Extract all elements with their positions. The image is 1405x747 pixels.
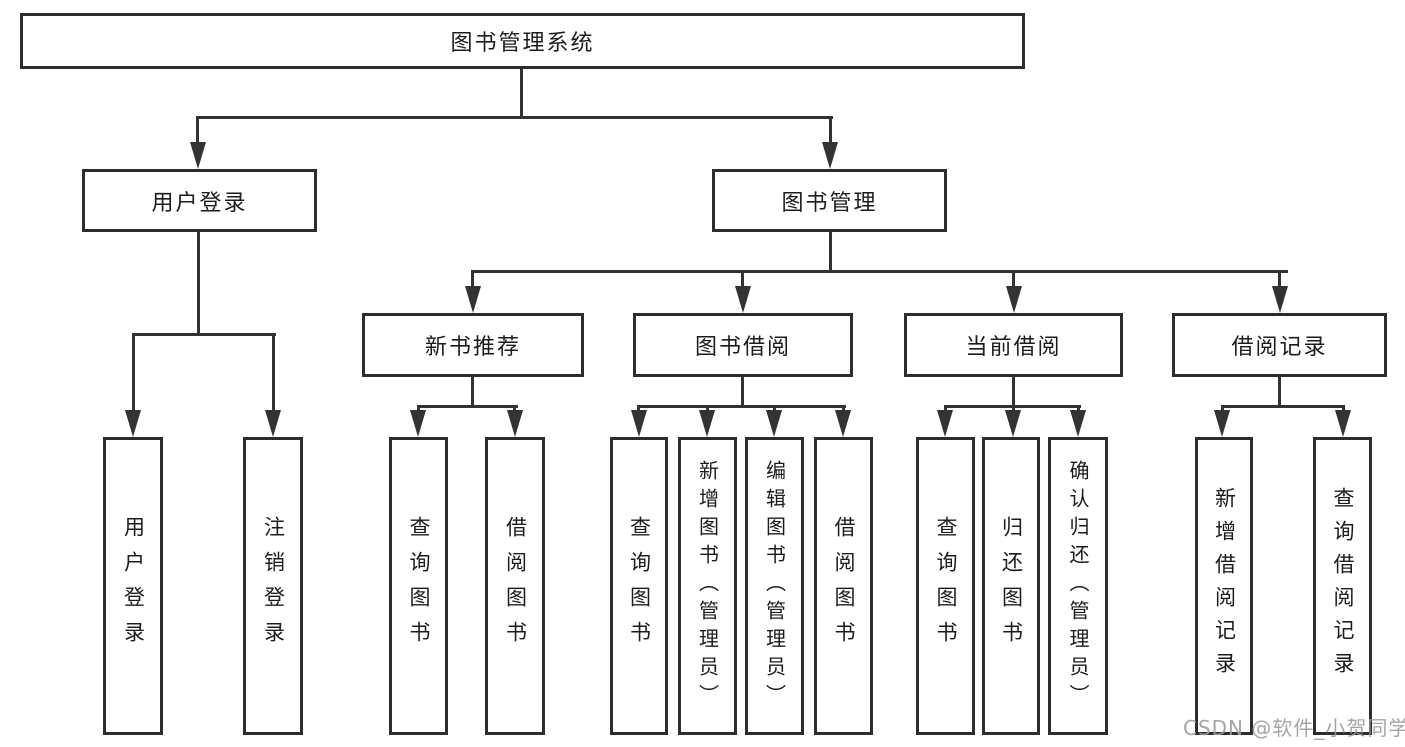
- node-label: 新书推荐: [424, 335, 521, 360]
- leaf-label: 查询借阅记录: [1331, 487, 1356, 685]
- leaf-label: 注销登录: [261, 516, 286, 656]
- connector-stem: [829, 116, 832, 146]
- node-label: 图书管理系统: [450, 31, 595, 56]
- arrowhead-down-icon: [1006, 286, 1022, 313]
- arrowhead-down-icon: [1005, 410, 1021, 437]
- arrowhead-down-icon: [699, 410, 715, 437]
- arrowhead-down-icon: [1272, 286, 1288, 313]
- leaf-recommend-borrow-books: 借阅图书: [485, 437, 545, 735]
- leaf-label: 新增借阅记录: [1212, 487, 1237, 685]
- arrowhead-down-icon: [410, 410, 426, 437]
- connector-branch: [132, 333, 276, 336]
- connector-trunk: [741, 377, 744, 408]
- node-label: 用户登录: [151, 190, 248, 216]
- node-user-login: 用户登录: [82, 169, 317, 232]
- arrowhead-down-icon: [1070, 410, 1086, 437]
- leaf-label: 确认归还（管理员）: [1066, 460, 1090, 712]
- connector-stem: [1278, 270, 1281, 292]
- leaf-borrow-query-books: 查询图书: [610, 437, 668, 735]
- leaf-label: 归还图书: [999, 516, 1024, 656]
- arrowhead-down-icon: [766, 410, 782, 437]
- arrowhead-down-icon: [1214, 410, 1230, 437]
- node-label: 图书借阅: [694, 335, 791, 360]
- connector-stem: [272, 333, 275, 411]
- leaf-label: 查询图书: [407, 516, 432, 656]
- arrowhead-down-icon: [735, 286, 751, 313]
- leaf-label: 借阅图书: [503, 516, 528, 656]
- node-label: 当前借阅: [965, 335, 1062, 360]
- leaf-label: 借阅图书: [832, 516, 857, 656]
- leaf-query-borrow-record: 查询借阅记录: [1313, 437, 1372, 735]
- leaf-label: 新增图书（管理员）: [695, 460, 720, 712]
- leaf-edit-books-admin: 编辑图书（管理员）: [745, 437, 804, 735]
- leaf-logout: 注销登录: [243, 437, 303, 735]
- connector-branch: [637, 405, 846, 408]
- node-label: 借阅记录: [1231, 335, 1328, 360]
- node-book-management: 图书管理: [712, 169, 947, 232]
- node-label: 图书管理: [781, 190, 878, 216]
- arrowhead-down-icon: [125, 410, 141, 437]
- node-borrow-records: 借阅记录: [1172, 313, 1387, 377]
- connector-stem: [741, 270, 744, 292]
- leaf-label: 用户登录: [121, 516, 146, 656]
- arrowhead-down-icon: [265, 410, 281, 437]
- node-library-system: 图书管理系统: [20, 13, 1025, 69]
- leaf-label: 编辑图书（管理员）: [762, 460, 787, 712]
- connector-stem: [132, 333, 135, 411]
- arrowhead-down-icon: [507, 410, 523, 437]
- csdn-watermark: CSDN @软件_小贺同学: [1183, 716, 1405, 740]
- leaf-label: 查询图书: [627, 516, 652, 656]
- connector-branch: [471, 270, 1288, 273]
- leaf-recommend-query-books: 查询图书: [389, 437, 448, 735]
- connector-branch: [417, 405, 518, 408]
- connector-trunk: [829, 232, 832, 273]
- connector-stem: [1012, 270, 1015, 292]
- connector-trunk: [197, 232, 200, 336]
- arrowhead-down-icon: [822, 142, 838, 169]
- arrowhead-down-icon: [835, 410, 851, 437]
- leaf-borrow-books: 借阅图书: [814, 437, 873, 735]
- connector-root-trunk: [520, 69, 523, 118]
- leaf-add-borrow-record: 新增借阅记录: [1195, 437, 1253, 735]
- arrowhead-down-icon: [190, 142, 206, 169]
- connector-trunk: [1012, 377, 1015, 408]
- leaf-add-books-admin: 新增图书（管理员）: [678, 437, 737, 735]
- connector-trunk: [471, 377, 474, 408]
- connector-branch: [1221, 405, 1345, 408]
- connector-trunk: [1278, 377, 1281, 408]
- connector-stem: [471, 270, 474, 292]
- arrowhead-down-icon: [631, 410, 647, 437]
- connector-root-branch: [196, 116, 833, 119]
- leaf-confirm-return-admin: 确认归还（管理员）: [1048, 437, 1108, 735]
- leaf-current-query-books: 查询图书: [916, 437, 975, 735]
- arrowhead-down-icon: [937, 410, 953, 437]
- connector-stem: [196, 116, 199, 146]
- leaf-user-login: 用户登录: [103, 437, 163, 735]
- node-new-book-recommend: 新书推荐: [362, 313, 584, 377]
- arrowhead-down-icon: [465, 286, 481, 313]
- leaf-return-books: 归还图书: [982, 437, 1040, 735]
- arrowhead-down-icon: [1335, 410, 1351, 437]
- node-book-borrow: 图书借阅: [633, 313, 853, 377]
- node-current-borrow: 当前借阅: [904, 313, 1123, 377]
- leaf-label: 查询图书: [934, 516, 959, 656]
